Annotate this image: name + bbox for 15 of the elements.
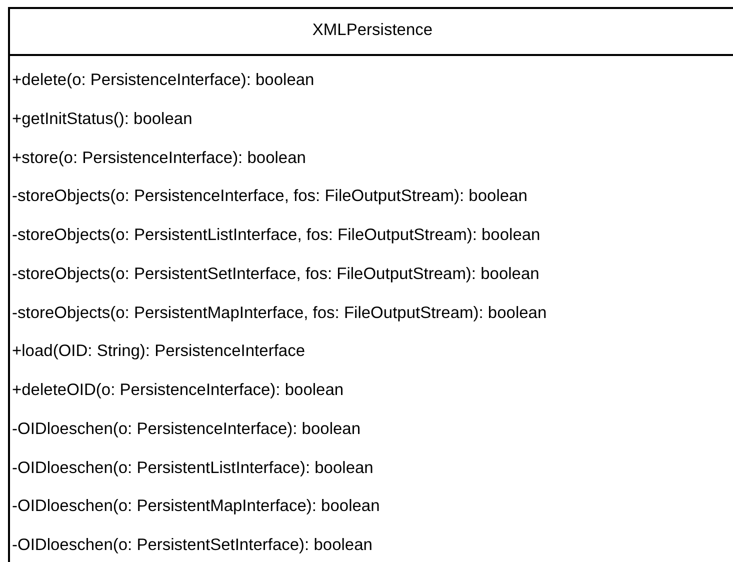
method-signature: -storeObjects(o: PersistentSetInterface, fos: FileOutputStream): boolean — [12, 264, 540, 284]
class-name: XMLPersistence — [311, 21, 434, 40]
method-signature: -OIDloeschen(o: PersistenceInterface): boolean — [12, 418, 361, 439]
method-signature: -storeObjects(o: PersistentMapInterface, fos: FileOutputStream): boolean — [12, 302, 547, 322]
method-signature: -storeObjects(o: PersistenceInterface, fos: FileOutputStream): boolean — [12, 186, 528, 206]
method-signature: -OIDloeschen(o: PersistentListInterface): boolean — [12, 458, 374, 478]
method-signature: +store(o: PersistenceInterface): boolean — [12, 148, 306, 168]
method-signature: +getInitStatus(): boolean — [12, 108, 192, 129]
method-signature: +load(OID: String): PersistenceInterface — [12, 341, 306, 362]
method-signature: -storeObjects(o: PersistentListInterface, fos: FileOutputStream): boolean — [12, 225, 540, 245]
method-signature: -OIDloeschen(o: PersistentSetInterface): boolean — [12, 535, 372, 555]
method-signature: +deleteOID(o: PersistenceInterface): boolean — [12, 380, 344, 400]
class-box — [8, 7, 733, 562]
method-signature: +delete(o: PersistenceInterface): boolean — [12, 70, 314, 90]
method-signature: -OIDloeschen(o: PersistentMapInterface): boolean — [12, 496, 380, 516]
